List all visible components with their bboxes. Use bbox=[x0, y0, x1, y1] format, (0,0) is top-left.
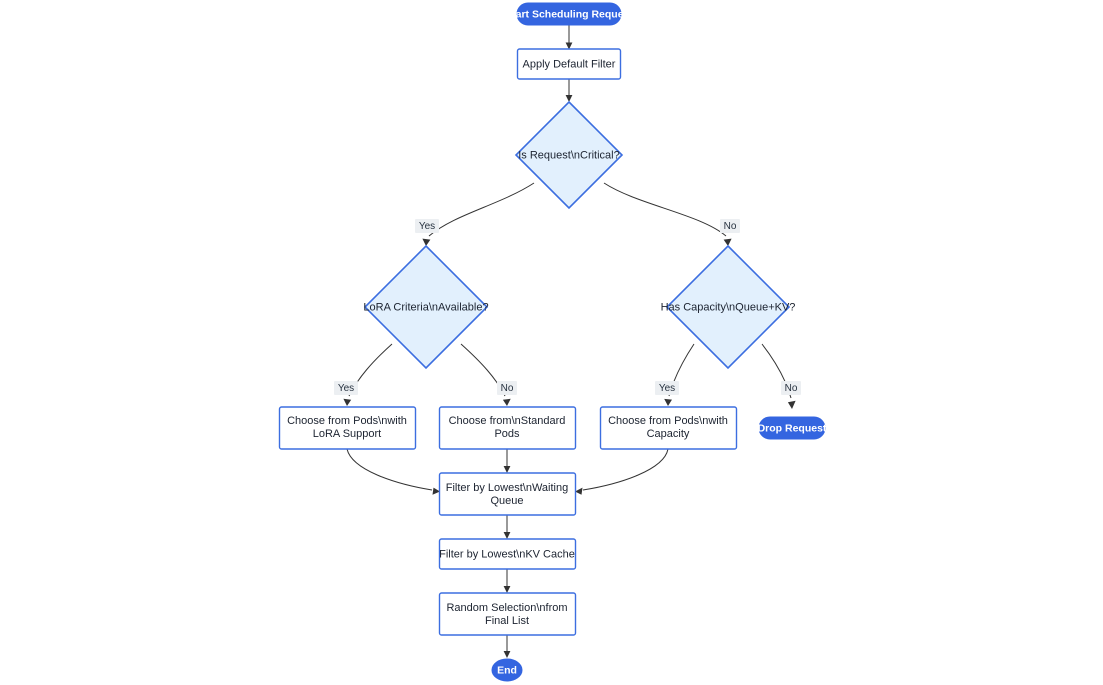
edge-has-capacity-to-drop-request bbox=[761, 343, 796, 409]
node-choose-lora-pods-line-2: LoRA Support bbox=[313, 428, 382, 440]
node-lora-criteria-available[interactable]: LoRA Criteria\nAvailable? bbox=[363, 244, 489, 370]
edge-apply-default-filter-to-is-request-critical bbox=[565, 79, 573, 102]
node-random-selection[interactable]: Random Selection\nfrom Final List bbox=[438, 592, 577, 636]
edge-is-request-critical-to-lora-criteria bbox=[422, 182, 535, 246]
node-choose-capacity-pods-line-1: Choose from Pods\nwith bbox=[608, 415, 728, 427]
node-apply-default-filter-label: Apply Default Filter bbox=[523, 58, 616, 70]
node-choose-capacity-pods-line-2: Capacity bbox=[647, 428, 690, 440]
edge-label-text: Yes bbox=[659, 383, 675, 394]
node-random-selection-line-1: Random Selection\nfrom bbox=[446, 602, 567, 614]
node-filter-kv-cache[interactable]: Filter by Lowest\nKV Cache bbox=[438, 538, 577, 570]
node-filter-waiting-queue[interactable]: Filter by Lowest\nWaiting Queue bbox=[438, 472, 577, 516]
edge-label-no-critical: No bbox=[720, 219, 740, 233]
edge-lora-criteria-to-choose-lora-pods bbox=[343, 343, 393, 406]
node-end[interactable]: End bbox=[491, 658, 523, 682]
node-choose-standard-pods-line-1: Choose from\nStandard bbox=[449, 415, 566, 427]
node-start[interactable]: Start Scheduling Request bbox=[505, 2, 633, 26]
edge-label-text: No bbox=[724, 221, 737, 232]
edge-filter-kv-cache-to-random-selection bbox=[503, 569, 511, 593]
edge-has-capacity-to-choose-capacity-pods bbox=[664, 343, 695, 406]
edge-label-yes-capacity: Yes bbox=[655, 381, 679, 395]
node-is-request-critical-label: Is Request\nCritical? bbox=[518, 149, 620, 161]
edge-label-text: Yes bbox=[419, 221, 435, 232]
edge-label-no-capacity: No bbox=[781, 381, 801, 395]
node-random-selection-line-2: Final List bbox=[485, 615, 529, 627]
edge-label-text: No bbox=[785, 383, 798, 394]
edge-layer bbox=[343, 25, 796, 658]
edge-choose-capacity-pods-to-filter-waiting-queue bbox=[575, 448, 669, 495]
node-drop-request[interactable]: Drop Request bbox=[758, 416, 827, 440]
node-choose-lora-pods[interactable]: Choose from Pods\nwith LoRA Support bbox=[278, 406, 417, 450]
node-has-capacity-label: Has Capacity\nQueue+KV? bbox=[661, 301, 796, 313]
node-choose-lora-pods-line-1: Choose from Pods\nwith bbox=[287, 415, 407, 427]
edge-label-yes-critical: Yes bbox=[415, 219, 439, 233]
edge-label-layer: Yes No Yes No Yes No bbox=[334, 219, 801, 395]
node-filter-kv-cache-label: Filter by Lowest\nKV Cache bbox=[439, 548, 575, 560]
edge-label-no-lora: No bbox=[497, 381, 517, 395]
node-filter-waiting-queue-line-1: Filter by Lowest\nWaiting bbox=[446, 482, 568, 494]
node-lora-criteria-available-label: LoRA Criteria\nAvailable? bbox=[363, 301, 488, 313]
node-filter-waiting-queue-line-2: Queue bbox=[490, 495, 523, 507]
node-choose-standard-pods[interactable]: Choose from\nStandard Pods bbox=[438, 406, 577, 450]
edge-random-selection-to-end bbox=[503, 635, 511, 658]
edge-label-text: Yes bbox=[338, 383, 354, 394]
edge-choose-standard-pods-to-filter-waiting-queue bbox=[503, 449, 511, 473]
node-has-capacity[interactable]: Has Capacity\nQueue+KV? bbox=[661, 244, 796, 370]
edge-choose-lora-pods-to-filter-waiting-queue bbox=[346, 448, 440, 495]
node-is-request-critical[interactable]: Is Request\nCritical? bbox=[514, 100, 624, 210]
edge-lora-criteria-to-choose-standard-pods bbox=[460, 343, 511, 406]
node-layer: Start Scheduling Request Apply Default F… bbox=[278, 2, 827, 682]
edge-filter-waiting-queue-to-filter-kv-cache bbox=[503, 515, 511, 539]
node-start-label: Start Scheduling Request bbox=[505, 8, 633, 20]
edge-start-to-apply-default-filter bbox=[565, 25, 573, 50]
node-choose-standard-pods-line-2: Pods bbox=[494, 428, 520, 440]
node-end-label: End bbox=[497, 664, 517, 676]
node-drop-request-label: Drop Request bbox=[758, 422, 827, 434]
edge-label-yes-lora: Yes bbox=[334, 381, 358, 395]
node-apply-default-filter[interactable]: Apply Default Filter bbox=[516, 48, 622, 80]
node-choose-capacity-pods[interactable]: Choose from Pods\nwith Capacity bbox=[599, 406, 738, 450]
edge-is-request-critical-to-has-capacity bbox=[603, 182, 732, 246]
edge-label-text: No bbox=[501, 383, 514, 394]
